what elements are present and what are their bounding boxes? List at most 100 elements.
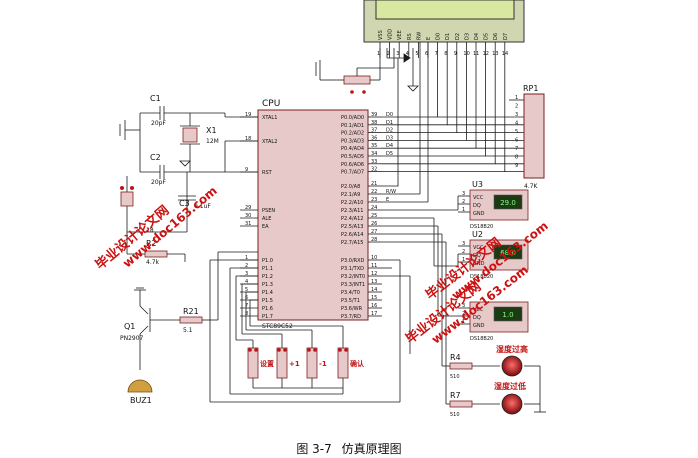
cpu-pin-number: 24 [371, 205, 377, 211]
cpu-pin-name: P0.7/AD7 [341, 170, 364, 176]
cpu-pin-number: 2 [245, 263, 248, 269]
rp1-pin-number: 2 [515, 104, 518, 110]
sensor-pin-number: 3 [462, 303, 465, 309]
lcd-pin-number: 12 [483, 51, 489, 57]
lcd-module: VSS1VDD2VEE3RS4RW5E6D07D18D29D310D411D51… [363, 0, 525, 58]
sensor-reading: 1.0 [502, 311, 513, 319]
cpu-pin-number: 19 [245, 112, 251, 118]
reset-circuit [120, 160, 258, 262]
figure-caption: 图 3-7 仿真原理图 [0, 440, 698, 457]
rp1-pin-number: 9 [515, 163, 518, 169]
x1-ref: X1 [206, 126, 217, 135]
cpu-pin-number: 36 [371, 135, 377, 141]
cpu-pin-name: P2.7/A15 [341, 240, 363, 246]
figure-number: 图 3-7 [296, 442, 332, 456]
cpu-pin-name: P0.5/AD5 [341, 154, 364, 160]
cpu-pin-name: ALE [262, 216, 271, 222]
buttons-group: 设置+1 -1 确认 [247, 347, 365, 379]
cpu-pin-name: P0.6/AD6 [341, 162, 364, 168]
r21-ref: R21 [183, 307, 199, 316]
cpu-pin-name: P3.5/T1 [341, 298, 360, 304]
cpu-pin-number: 34 [371, 151, 377, 157]
q1-value: PN2907 [120, 335, 144, 342]
button-label: 确认 [350, 359, 365, 368]
oscillator-section [119, 106, 258, 179]
schematic-canvas: VSS1VDD2VEE3RS4RW5E6D07D18D29D310D411D51… [92, 0, 551, 418]
lcd-pin-label: D2 [455, 33, 461, 40]
cpu-pin-name: P3.7/RD [341, 314, 361, 320]
sensor-pin-number: 1 [462, 207, 465, 213]
r2-value: 4.7k [146, 259, 160, 266]
cpu-pin-name: P2.0/A8 [341, 184, 360, 190]
lcd-screen [375, 0, 515, 20]
c3-ref: C3 [179, 199, 190, 208]
lcd-pin-number: 6 [425, 51, 428, 57]
sensor-display [493, 244, 523, 260]
cpu-pin-number: 12 [371, 271, 377, 277]
sensor-wiring [382, 42, 546, 413]
pushbutton[interactable]: 确认 [337, 347, 365, 379]
sensor-pin-number: 2 [462, 311, 465, 317]
r4-value: 510 [450, 374, 460, 380]
cpu-pin-number: 1 [245, 255, 248, 261]
pushbutton[interactable]: +1 [276, 347, 300, 379]
lcd-pin-label: D3 [464, 33, 470, 40]
cpu-label: CPU [262, 99, 280, 109]
cpu-pin-name: XTAL2 [262, 139, 277, 145]
cpu-pin-name: P1.5 [262, 298, 273, 304]
r7-value: 510 [450, 412, 460, 418]
sensor-pin-name: VCC [473, 245, 484, 251]
lcd-pin-label: D5 [484, 33, 490, 40]
cpu-pin-number: 30 [245, 213, 251, 219]
cpu-pin-number: 35 [371, 143, 377, 149]
cpu-pin-number: 32 [371, 167, 377, 173]
led-high-humidity [501, 355, 523, 377]
bus-wire [382, 58, 467, 141]
cpu-pin-number: 38 [371, 120, 377, 126]
data-bus-wires [382, 58, 524, 187]
p1-wiring [209, 259, 400, 403]
sensor-display [493, 194, 523, 210]
cpu-pin-number: 3 [245, 271, 248, 277]
cpu-pin-number: 14 [371, 287, 377, 293]
cpu-pin-number: 29 [245, 205, 251, 211]
lcd-pin-number: 3 [396, 51, 399, 57]
cpu-net-label: D1 [386, 120, 393, 126]
cpu-pin-number: 39 [371, 112, 377, 118]
cpu-pin-number: 25 [371, 213, 377, 219]
cpu-pin-name: P1.6 [262, 306, 273, 312]
lcd-pin-label: VDD [388, 29, 394, 40]
sensor-pin-number: 1 [462, 257, 465, 263]
r4-resistor [449, 362, 473, 370]
cpu-net-label: D3 [386, 135, 393, 141]
rp1-pin-number: 3 [515, 112, 518, 118]
r7-resistor [449, 400, 473, 408]
cpu-pin-name: P0.0/AD0 [341, 115, 364, 121]
sensor-display [493, 306, 523, 322]
sensor-pin-number: 3 [462, 191, 465, 197]
cpu-pin-name: EA [262, 224, 269, 230]
sensor-part: DS18B20 [470, 336, 493, 342]
lcd-pin-label: D4 [474, 33, 480, 40]
cpu-pin-number: 17 [371, 311, 377, 317]
r4-ref: R4 [450, 353, 461, 362]
buzzer-driver [127, 251, 258, 393]
sensor-pin-number: 2 [462, 199, 465, 205]
bus-wire [382, 58, 506, 173]
cpu-pin-name: P3.0/RXD [341, 258, 365, 264]
button-label: -1 [319, 360, 327, 368]
rp1-pin-number: 6 [515, 138, 518, 144]
cpu-net-label: D5 [386, 151, 393, 157]
lcd-pin-number: 7 [435, 51, 438, 57]
cpu-pin-number: 6 [245, 295, 248, 301]
x1-value: 12M [206, 138, 219, 145]
pushbutton[interactable]: -1 [306, 347, 327, 379]
cpu-pin-number: 26 [371, 221, 377, 227]
pushbutton[interactable]: 设置 [247, 347, 274, 379]
bus-wire [382, 58, 477, 149]
lcd-pin-number: 8 [444, 51, 447, 57]
lcd-pin-number: 10 [463, 51, 469, 57]
cpu-pin-number: 37 [371, 128, 377, 134]
